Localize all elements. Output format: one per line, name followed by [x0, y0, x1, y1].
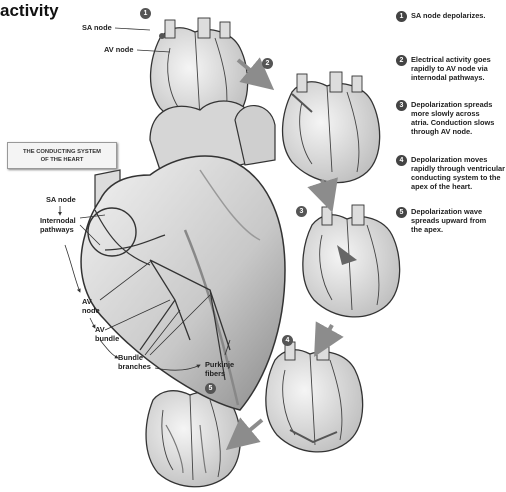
legend-item-2: 2 Electrical activity goes rapidly to AV…	[396, 55, 506, 82]
legend-text-3: Depolarization spreads more slowly acros…	[411, 100, 506, 136]
step-badge-1: 1	[140, 8, 151, 19]
step-badge-2: 2	[262, 58, 273, 69]
flow-arrow-2	[322, 180, 330, 205]
legend-text-1: SA node depolarizes.	[411, 11, 506, 20]
legend-number-4: 4	[396, 155, 407, 166]
step-badge-3: 3	[296, 206, 307, 217]
label-av-node: AV node	[82, 297, 100, 315]
legend-item-1: 1 SA node depolarizes.	[396, 11, 506, 22]
label-bundle-branches: Bundle branches	[118, 353, 151, 371]
small-heart-step-4	[266, 340, 363, 452]
legend-text-5: Depolarization wave spreads upward from …	[411, 207, 506, 234]
label-sa-node-small: SA node	[82, 23, 112, 32]
label-purkinje-fibers: Purkinje fibers	[205, 360, 234, 378]
legend-item-3: 3 Depolarization spreads more slowly acr…	[396, 100, 506, 136]
legend-text-2: Electrical activity goes rapidly to AV n…	[411, 55, 506, 82]
legend-text-4: Depolarization moves rapidly through ven…	[411, 155, 506, 191]
legend-number-3: 3	[396, 100, 407, 111]
step-badge-5: 5	[205, 383, 216, 394]
legend-number-1: 1	[396, 11, 407, 22]
legend-item-5: 5 Depolarization wave spreads upward fro…	[396, 207, 506, 234]
legend-number-2: 2	[396, 55, 407, 66]
label-av-node-small: AV node	[104, 45, 133, 54]
conducting-system-title-box: THE CONDUCTING SYSTEM OF THE HEART	[7, 142, 117, 169]
label-av-bundle: AV bundle	[95, 325, 119, 343]
label-sa-node: SA node	[46, 195, 76, 204]
legend-item-4: 4 Depolarization moves rapidly through v…	[396, 155, 506, 191]
legend-number-5: 5	[396, 207, 407, 218]
small-heart-step-3	[303, 205, 400, 317]
label-internodal-pathways: Internodal pathways	[40, 216, 76, 234]
small-heart-step-2	[283, 72, 380, 183]
step-badge-4: 4	[282, 335, 293, 346]
